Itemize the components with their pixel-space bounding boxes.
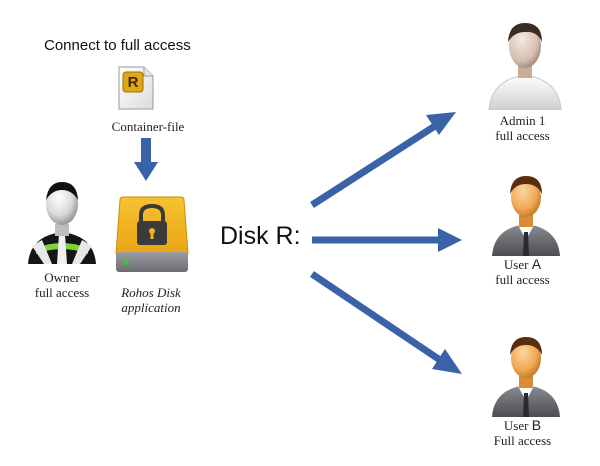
owner-label: Owner full access (20, 270, 104, 300)
disk-app-label: Rohos Disk application (108, 285, 194, 315)
user-b-letter: B (531, 417, 542, 433)
admin-person-icon (488, 23, 562, 110)
user-a-access: full access (495, 272, 550, 287)
admin-access: full access (495, 128, 550, 143)
user-a-letter: A (531, 256, 542, 272)
user-b-person-icon (492, 337, 560, 417)
document-r-letter: R (128, 74, 139, 91)
user-b-access: Full access (493, 433, 552, 448)
user-a-name: User (503, 257, 529, 272)
user-a-label: User A full access (470, 256, 575, 288)
arrow-to-admin (310, 123, 437, 208)
user-a-person-icon (492, 176, 560, 256)
disk-r-label: Disk R: (220, 222, 301, 250)
container-file-label: Container-file (111, 119, 185, 134)
arrow-head-user-b (432, 349, 462, 374)
down-arrow (134, 138, 158, 181)
user-b-label: User B Full access (470, 417, 575, 449)
arrow-head-user-a (438, 228, 462, 252)
owner-access: full access (34, 285, 90, 300)
disk-app-line1: Rohos Disk (121, 285, 181, 300)
connect-title: Connect to full access (44, 37, 191, 54)
owner-person-icon (28, 182, 96, 264)
document-r-icon: R (118, 66, 154, 110)
padlock-disk-icon (115, 196, 189, 272)
admin-name: Admin 1 (499, 113, 546, 128)
owner-name: Owner (44, 270, 80, 285)
admin-label: Admin 1 full access (470, 113, 575, 143)
arrow-head-admin (426, 112, 456, 135)
user-b-name: User (503, 418, 529, 433)
arrow-to-user-b (310, 271, 442, 363)
disk-app-line2: application (121, 300, 181, 315)
